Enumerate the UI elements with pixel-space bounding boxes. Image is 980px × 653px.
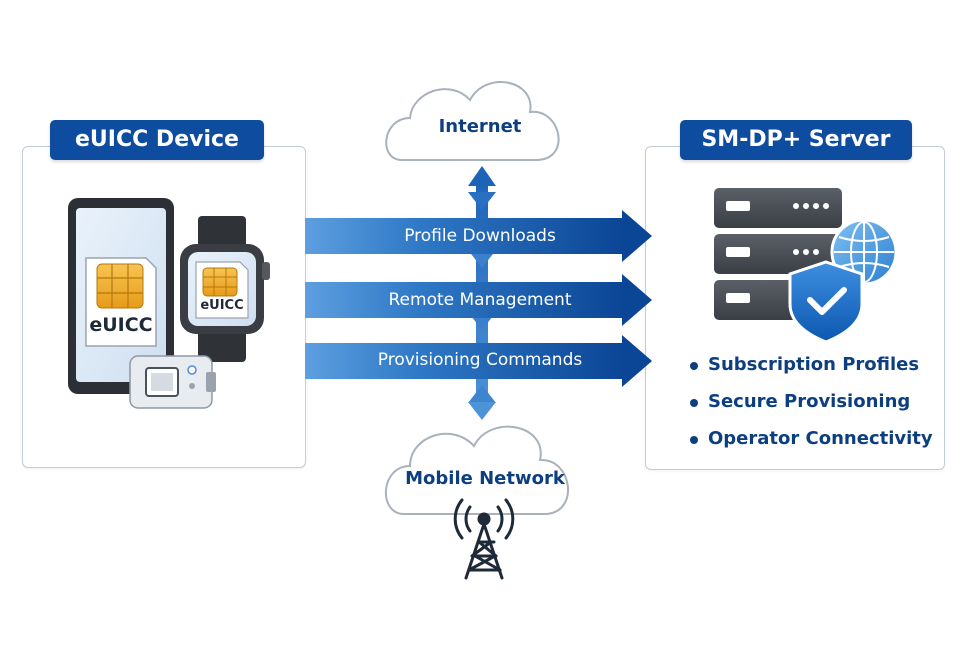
shield-check-icon <box>788 260 864 344</box>
feature-item: Operator Connectivity <box>708 428 933 449</box>
watch-chip-label: eUICC <box>200 298 244 313</box>
internet-cloud-label: Internet <box>438 116 522 137</box>
iot-module-icon <box>129 355 216 409</box>
feature-bullet <box>690 436 698 444</box>
phone-chip-label: eUICC <box>89 314 153 336</box>
feature-item: Secure Provisioning <box>708 391 911 412</box>
sim-chip-icon <box>85 257 157 347</box>
server-panel-title: SM-DP+ Server <box>680 120 912 160</box>
feature-bullet <box>690 362 698 370</box>
cloud-icon <box>385 81 560 161</box>
flow-arrow-remote-management <box>305 274 652 326</box>
flow-label-profile-downloads: Profile Downloads <box>404 226 556 246</box>
cell-tower-icon <box>453 498 515 580</box>
flow-arrow-provisioning-commands <box>305 335 652 387</box>
flow-arrow-profile-downloads <box>305 210 652 262</box>
flow-label-remote-management: Remote Management <box>388 290 572 310</box>
feature-item: Subscription Profiles <box>708 354 920 375</box>
device-panel-title: eUICC Device <box>50 120 264 160</box>
feature-bullet <box>690 399 698 407</box>
mobile-network-cloud-label: Mobile Network <box>405 468 565 489</box>
smartwatch-icon <box>180 216 270 362</box>
flow-label-provisioning-commands: Provisioning Commands <box>377 350 583 370</box>
cloud-icon <box>384 425 570 515</box>
